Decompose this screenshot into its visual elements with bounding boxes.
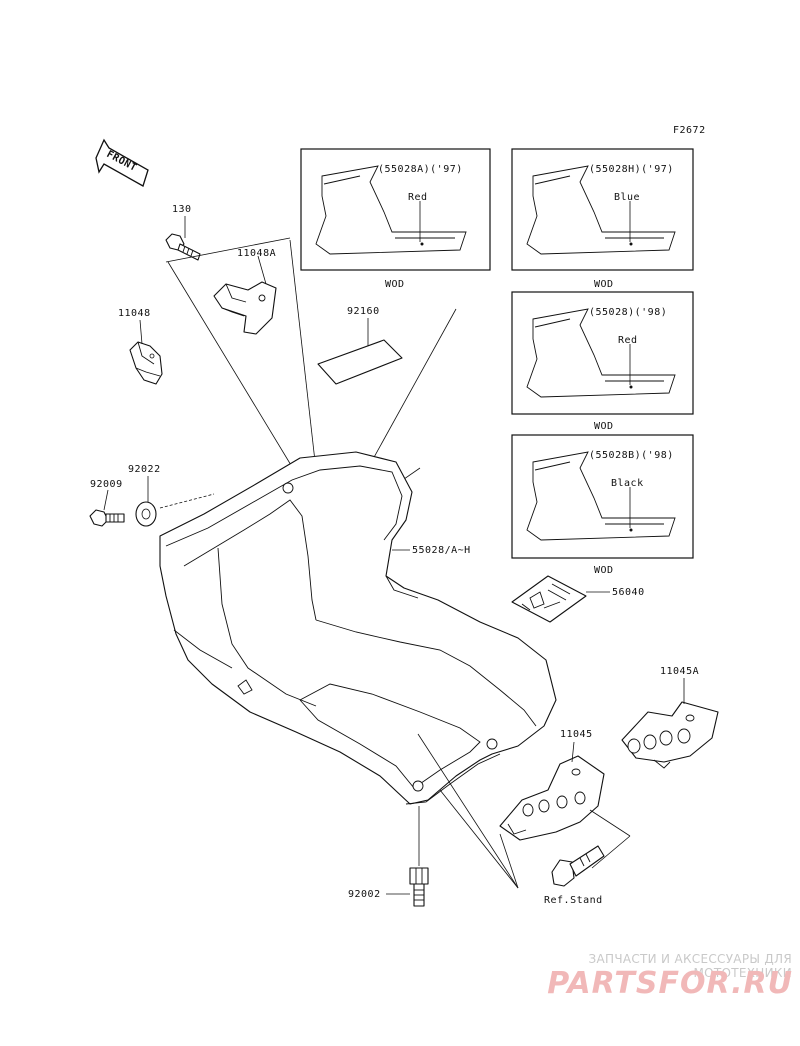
label-92009: 92009 <box>90 479 123 490</box>
variant-caption-2: WOD <box>594 279 614 290</box>
label-11045: 11045 <box>560 729 593 740</box>
washer-92022-part <box>135 501 157 527</box>
figure-code: F2672 <box>673 125 706 136</box>
bolt-92009-part <box>89 509 125 527</box>
bracket-11045-part <box>499 755 605 841</box>
bolt-130-part <box>165 233 201 261</box>
clip-11048-part <box>129 341 163 385</box>
variant-box-4: (55028B)('98) Black WOD <box>511 434 694 576</box>
variant-box-2: (55028H)('97) Blue WOD <box>511 148 694 290</box>
variant-box-3: (55028)('98) Red WOD <box>511 291 694 432</box>
variant-color-3: Red <box>618 335 638 346</box>
label-11048: 11048 <box>118 308 151 319</box>
variant-code-1: (55028A)('97) <box>378 164 463 175</box>
variant-code-2: (55028H)('97) <box>589 164 674 175</box>
watermark-tagline: ЗАПЧАСТИ И АКСЕССУАРЫ ДЛЯ МОТОТЕХНИКИ <box>588 952 792 980</box>
lower-fairing-part <box>159 451 557 805</box>
variant-code-3: (55028)('98) <box>589 307 667 318</box>
pad-92160-part <box>317 339 403 385</box>
label-11045A: 11045A <box>660 666 699 677</box>
variant-code-4: (55028B)('98) <box>589 450 674 461</box>
label-11048A: 11048A <box>237 248 276 259</box>
variant-box-1: (55028A)('97) Red WOD <box>300 148 491 290</box>
variant-caption-3: WOD <box>594 421 614 432</box>
bolt-92002-part <box>409 867 429 907</box>
label-92160: 92160 <box>347 306 380 317</box>
label-ref-stand: Ref.Stand <box>544 895 603 906</box>
variant-color-4: Black <box>611 478 644 489</box>
label-55028AH: 55028/A~H <box>412 545 471 556</box>
stand-bolt-part <box>551 845 605 887</box>
watermark-brand: PARTSFOR.RU <box>547 966 793 1001</box>
label-92022: 92022 <box>128 464 161 475</box>
variant-caption-4: WOD <box>594 565 614 576</box>
variant-caption-1: WOD <box>385 279 405 290</box>
bracket-11045A-part <box>621 701 719 769</box>
label-130: 130 <box>172 204 192 215</box>
bracket-11048A-part <box>213 281 277 335</box>
variant-color-2: Blue <box>614 192 640 203</box>
variant-color-1: Red <box>408 192 428 203</box>
label-56040-part <box>511 575 587 623</box>
label-56040: 56040 <box>612 587 645 598</box>
front-arrow-icon: FRONT <box>95 138 149 187</box>
label-92002: 92002 <box>348 889 381 900</box>
